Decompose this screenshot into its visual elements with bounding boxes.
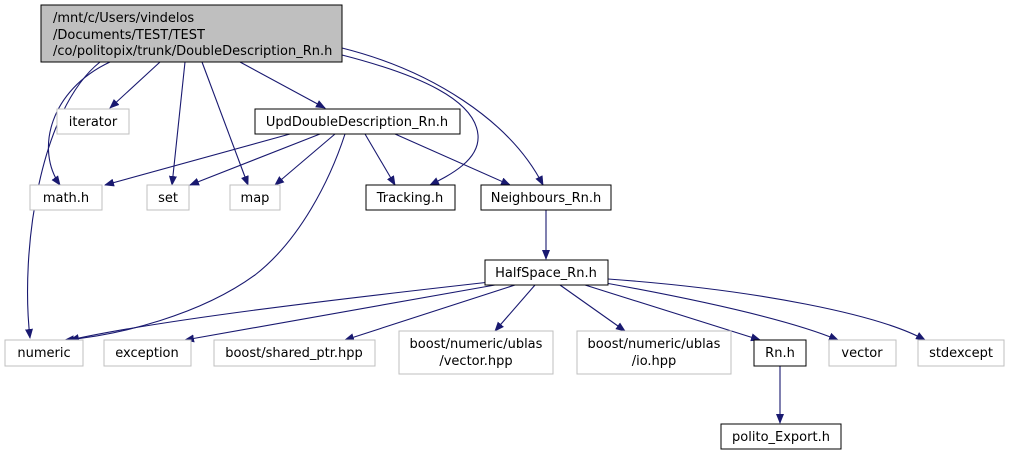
node-neighbours-rn[interactable]: Neighbours_Rn.h <box>480 184 612 211</box>
node-boost-ublas-io-line2: /io.hpp <box>632 354 677 369</box>
edge-upd-numeric <box>64 133 346 344</box>
edge-root-math <box>47 61 111 186</box>
node-exception-label: exception <box>115 346 179 361</box>
node-exception[interactable]: exception <box>103 339 192 367</box>
edge-upd-math <box>104 133 291 187</box>
node-halfspace-rn[interactable]: HalfSpace_Rn.h <box>484 259 609 286</box>
node-boost-shared-ptr-label: boost/shared_ptr.hpp <box>225 346 363 361</box>
edge-root-tracking <box>341 54 479 186</box>
edge-root-set <box>168 61 186 186</box>
node-rn-h[interactable]: Rn.h <box>753 339 807 367</box>
node-upd-double-description[interactable]: UpdDoubleDescription_Rn.h <box>254 108 461 135</box>
edge-halfspace-stdexcept <box>607 278 926 341</box>
node-root-header[interactable]: /mnt/c/Users/vindelos /Documents/TEST/TE… <box>40 4 343 63</box>
edge-upd-map <box>274 133 336 186</box>
node-stdexcept-label: stdexcept <box>929 346 993 361</box>
root-header-line1: /mnt/c/Users/vindelos <box>53 11 194 26</box>
node-tracking-h-label: Tracking.h <box>376 191 444 206</box>
node-set[interactable]: set <box>146 184 190 211</box>
edge-halfspace-vector <box>599 281 839 341</box>
edge-upd-neighbours <box>394 133 511 186</box>
edge-halfspace-shared-ptr <box>344 284 516 342</box>
node-rn-h-label: Rn.h <box>765 346 795 361</box>
node-math-h-label: math.h <box>43 191 89 206</box>
root-header-line2: /Documents/TEST/TEST <box>53 28 205 43</box>
node-vector[interactable]: vector <box>828 339 897 367</box>
edge-root-neighbours <box>341 47 544 186</box>
node-halfspace-rn-label: HalfSpace_Rn.h <box>495 266 597 281</box>
node-boost-shared-ptr[interactable]: boost/shared_ptr.hpp <box>213 339 376 367</box>
edge-halfspace-numeric <box>69 281 491 342</box>
edge-upd-tracking <box>364 133 396 186</box>
node-numeric-label: numeric <box>17 346 70 361</box>
dependency-edges <box>25 47 926 424</box>
node-boost-ublas-vector-line2: /vector.hpp <box>439 354 512 369</box>
edge-upd-set <box>189 133 321 186</box>
node-upd-double-description-label: UpdDoubleDescription_Rn.h <box>266 115 448 130</box>
node-map-label: map <box>241 191 270 206</box>
edge-halfspace-ublas-io <box>559 284 626 332</box>
node-map[interactable]: map <box>229 184 281 211</box>
node-numeric[interactable]: numeric <box>4 339 84 367</box>
node-neighbours-rn-label: Neighbours_Rn.h <box>491 191 602 206</box>
edge-root-map <box>201 61 249 186</box>
node-boost-ublas-vector-line1: boost/numeric/ublas <box>410 337 543 352</box>
node-polito-export[interactable]: polito_Export.h <box>720 423 842 450</box>
node-iterator[interactable]: iterator <box>56 108 130 135</box>
root-header-line3: /co/politopix/trunk/DoubleDescription_Rn… <box>53 44 332 59</box>
node-tracking-h[interactable]: Tracking.h <box>365 184 456 211</box>
node-polito-export-label: polito_Export.h <box>732 430 830 445</box>
edge-root-upd <box>239 61 326 109</box>
edge-halfspace-ublas-vector <box>494 284 536 332</box>
edge-halfspace-exception <box>184 284 496 343</box>
node-boost-ublas-io-line1: boost/numeric/ublas <box>588 337 721 352</box>
edge-root-iterator <box>109 61 161 109</box>
node-boost-ublas-io[interactable]: boost/numeric/ublas /io.hpp <box>576 330 732 375</box>
node-iterator-label: iterator <box>69 115 118 130</box>
node-stdexcept[interactable]: stdexcept <box>917 339 1005 367</box>
node-set-label: set <box>158 191 178 206</box>
node-math-h[interactable]: math.h <box>29 184 103 211</box>
node-boost-ublas-vector[interactable]: boost/numeric/ublas /vector.hpp <box>398 330 554 375</box>
node-vector-label: vector <box>841 346 883 361</box>
